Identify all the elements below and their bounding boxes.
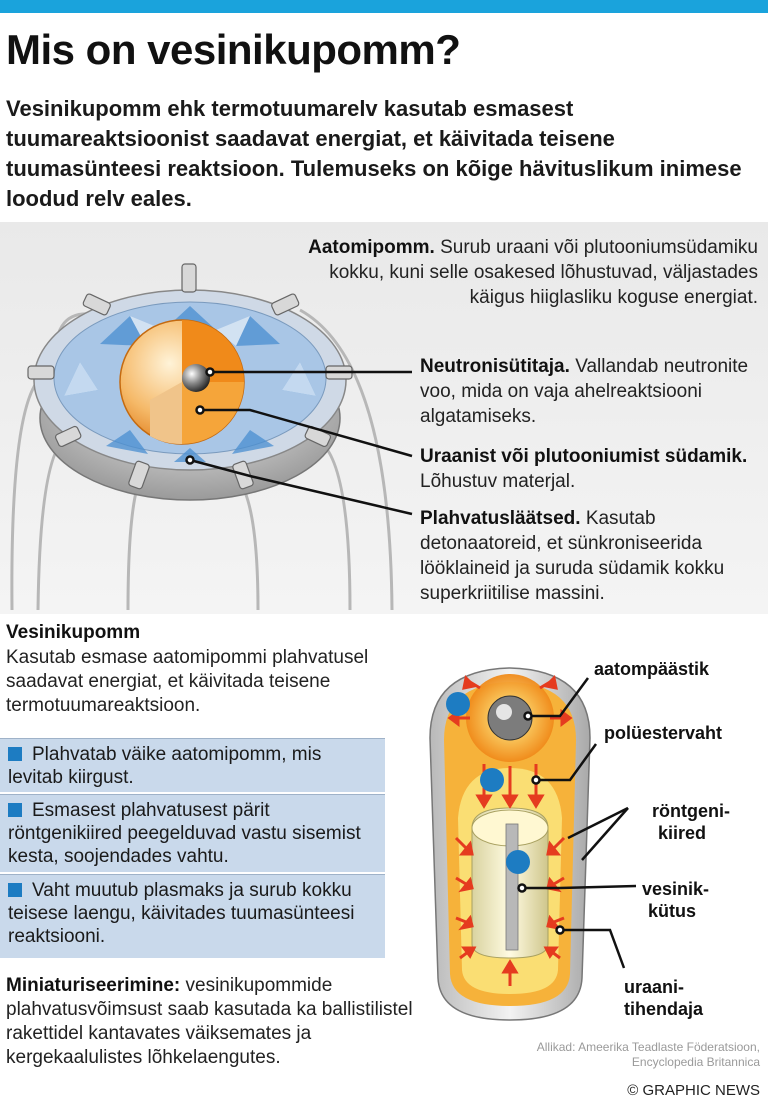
miniaturization-title: Miniaturiseerimine: [6,975,181,996]
label-fuel-line-1: vesinik- [642,879,710,899]
label-xray-line-2: kiired [658,823,707,843]
label-tamper: uraani- tihendaja [624,976,703,1020]
label-tamper-line-1: uraani- [624,977,685,997]
step-marker [8,747,22,761]
top-accent-bar [0,0,768,13]
credit: © GRAPHIC NEWS [627,1082,760,1099]
miniaturization-text: vesinikupommide plahvatusvõimsust saab k… [6,975,413,1068]
neutron-initiator-description: Neutronisütitaja. Vallandab neutronite v… [420,354,760,429]
lens-title: Plahvatusläätsed. [420,508,581,529]
step-2-marker [480,768,504,792]
label-xray: röntgeni- kiired [652,800,730,844]
label-tamper-line-2: tihendaja [624,999,704,1019]
intro-text: Vesinikupomm ehk termotuumarelv kasutab … [6,96,742,211]
step-1-text: Plahvatab väike aatomipomm, mis levitab … [8,744,322,788]
atomic-bomb-title: Aatomipomm. [308,237,435,258]
step-2: Esmasest plahvatusest pärit röntgenikiir… [0,794,385,872]
step-marker [8,883,22,897]
label-fuel: vesinik- kütus [642,878,709,922]
step-3-text: Vaht muutub plasmaks ja surub kokku teis… [8,880,355,947]
core-title: Uraanist või plutooniumist südamik. [420,446,748,467]
neutron-text: Vallandab neutronite voo, mida on vaja a… [420,356,749,427]
source-note: Allikad: Ameerika Teadlaste Föderatsioon… [536,1040,760,1069]
step-marker [8,803,22,817]
hydrogen-bomb-title: Vesinikupomm [6,622,141,643]
atomic-bomb-illustration [10,263,413,611]
lens-text: Kasutab detonaatoreid, et sünkroniseerid… [420,508,725,604]
page-title: Mis on vesinikupomm? [6,26,461,73]
atomic-bomb-description: Aatomipomm. Surub uraani või plutooniums… [308,235,758,310]
core-description: Uraanist või plutooniumist südamik. Lõhu… [420,444,760,494]
lens-description: Plahvatusläätsed. Kasutab detonaatoreid,… [420,506,760,606]
step-2-text: Esmasest plahvatusest pärit röntgenikiir… [8,800,361,867]
step-1-marker [446,692,470,716]
hydrogen-bomb-illustration [429,667,637,1021]
neutron-initiator [182,364,210,392]
label-foam: polüestervaht [604,723,723,743]
step-3: Vaht muutub plasmaks ja surub kokku teis… [0,874,385,958]
step-1: Plahvatab väike aatomipomm, mis levitab … [0,738,385,792]
miniaturization-note: Miniaturiseerimine: vesinikupommide plah… [6,974,416,1070]
core-text: Lõhustuv materjal. [420,471,576,492]
neutron-title: Neutronisütitaja. [420,356,570,377]
label-fuel-line-2: kütus [648,901,697,921]
atomic-bomb-text: Surub uraani või plutooniumsüdamiku kokk… [329,237,758,308]
label-trigger: aatompäästik [594,659,710,679]
label-xray-line-1: röntgeni- [652,801,730,821]
hydrogen-bomb-text: Kasutab esmase aatomipommi plahvatusel s… [6,647,369,716]
step-3-marker [506,850,530,874]
